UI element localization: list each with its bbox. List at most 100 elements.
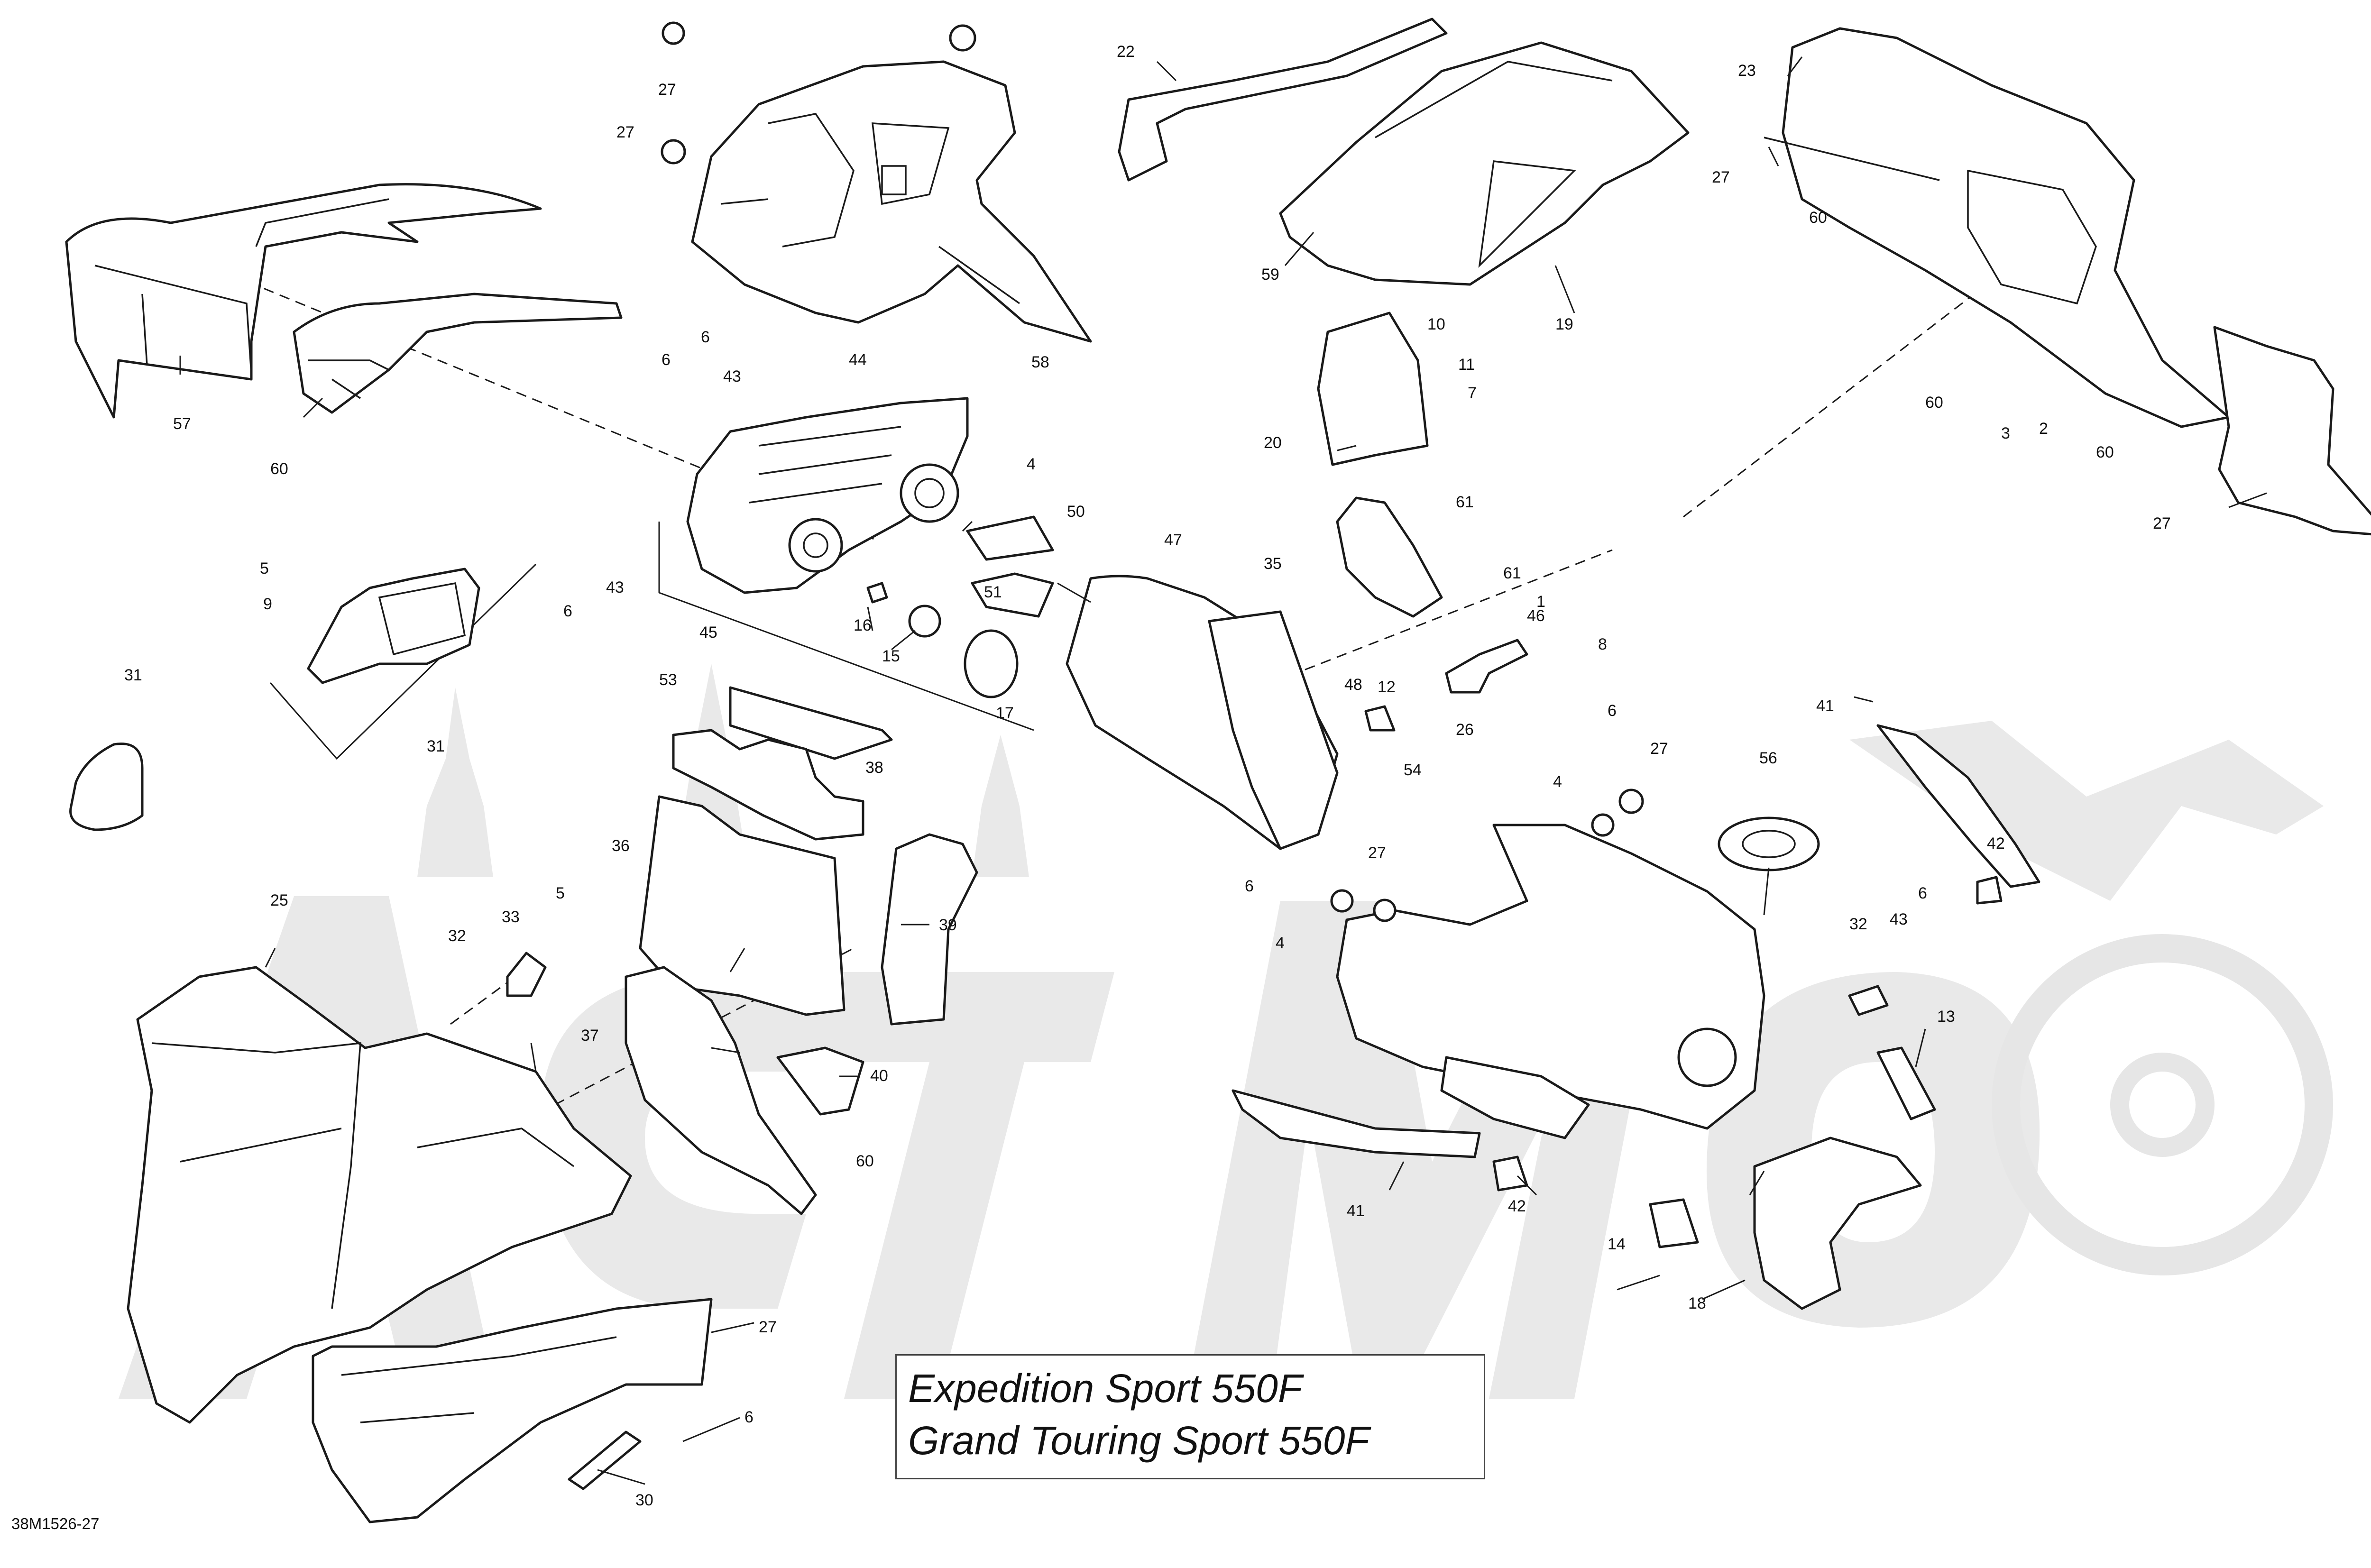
part-37-52-ducts	[672, 686, 893, 841]
callout-3: 3	[2001, 424, 2010, 442]
leader-lines	[179, 56, 2267, 1485]
callout-2: 2	[2039, 420, 2048, 438]
callout-53: 56	[1759, 749, 1777, 767]
callout-31b: 31	[427, 737, 445, 755]
callout-50: 50	[1067, 503, 1085, 521]
callout-56: 58	[1031, 353, 1049, 371]
part-21-side-fairing	[1764, 27, 2230, 428]
callout-33: 33	[502, 908, 520, 926]
part-30-strip	[568, 1430, 642, 1490]
callout-48: 48	[1344, 676, 1362, 694]
model-title-box: Expedition Sport 550F Grand Touring Spor…	[895, 1354, 1485, 1479]
callout-12: 13	[1937, 1008, 1955, 1026]
part-36-panel	[625, 966, 817, 1215]
callout-52: 53	[659, 671, 677, 689]
callout-16: 17	[996, 704, 1014, 722]
callout-6e: 6	[1608, 702, 1617, 720]
callout-14: 15	[882, 647, 900, 665]
callout-60d: 60	[2096, 443, 2114, 461]
callout-7: 7	[1468, 384, 1477, 402]
model-title-line-2: Grand Touring Sport 550F	[908, 1418, 1369, 1463]
part-54-cowl-top	[65, 183, 542, 419]
callout-57: 59	[1261, 266, 1279, 284]
part-56-instrument-bezel	[691, 60, 1092, 343]
callout-11: 12	[1378, 678, 1396, 696]
callout-27b: 27	[616, 123, 634, 141]
callout-24: 27	[1712, 168, 1730, 186]
callout-6d: 6	[744, 1408, 754, 1426]
callout-54: 57	[173, 415, 191, 433]
callout-60b: 60	[1809, 209, 1827, 227]
part-53-ring	[1718, 816, 1820, 871]
part-19-bracket	[1317, 312, 1429, 466]
callout-1: 1	[1536, 593, 1545, 611]
callout-51: 51	[984, 583, 1002, 601]
callout-41: 41	[1347, 1202, 1365, 1220]
callout-61b: 61	[1503, 564, 1521, 582]
callout-9a: 9	[263, 595, 272, 613]
callout-60a: 60	[856, 1152, 874, 1170]
model-title-line-1: Expedition Sport 550F	[908, 1366, 1303, 1411]
callout-34: 35	[1264, 555, 1282, 573]
callout-43b: 43	[606, 578, 624, 596]
callout-61a: 61	[1456, 493, 1474, 511]
callout-6g: 6	[1245, 877, 1254, 895]
part-17-lower-fairing	[1336, 824, 1922, 1310]
callout-31a: 31	[124, 666, 142, 684]
callout-43c: 43	[1890, 910, 1908, 928]
callout-30: 30	[635, 1491, 653, 1509]
callout-42a: 42	[1987, 834, 2005, 853]
callout-60c: 60	[1925, 394, 1943, 412]
callout-6b: 6	[662, 351, 671, 369]
callout-9b: 10	[1427, 315, 1445, 333]
callouts: 27 27 57 60 58 6 6 43 44 4 50 51 16 15 1…	[124, 43, 2171, 1509]
callout-15: 16	[854, 616, 872, 634]
callout-26: 27	[759, 1318, 777, 1336]
callout-40: 41	[1816, 697, 1834, 715]
part-35-panel	[639, 795, 845, 1016]
callout-10: 11	[1458, 356, 1475, 374]
callout-44: 44	[849, 351, 867, 369]
callout-19: 20	[1264, 434, 1282, 452]
callout-23: 26	[1456, 721, 1474, 739]
callout-22: 25	[270, 891, 288, 909]
callout-38: 39	[939, 916, 957, 934]
part-58-deflector	[293, 293, 623, 414]
callout-27a: 27	[658, 81, 676, 99]
callout-47: 47	[1164, 531, 1182, 549]
callout-32b: 32	[1849, 915, 1867, 933]
callout-13: 14	[1608, 1235, 1626, 1253]
callout-37: 38	[865, 759, 883, 777]
part-25-vent	[2213, 326, 2371, 536]
small-parts	[506, 21, 2040, 1248]
callout-6a: 6	[701, 328, 710, 346]
callout-5a: 5	[260, 559, 269, 578]
callout-45: 45	[699, 624, 717, 642]
callout-21: 23	[1738, 62, 1756, 80]
callout-4b: 4	[1553, 773, 1562, 791]
callout-36: 37	[581, 1027, 599, 1045]
callout-5b: 5	[556, 884, 565, 902]
callout-27c: 27	[1650, 740, 1668, 758]
part-18-side-panel	[1279, 41, 1690, 286]
callout-39: 40	[870, 1067, 888, 1085]
part-26-lower-panel	[312, 1298, 713, 1523]
callout-46: 46	[1527, 607, 1545, 625]
callout-17: 18	[1688, 1294, 1706, 1312]
callout-32a: 32	[448, 927, 466, 945]
part-39-cover	[776, 1046, 864, 1116]
part-38-panel	[881, 833, 978, 1026]
callout-59: 54	[1404, 761, 1422, 779]
part-47-panel	[1066, 575, 1339, 850]
callout-27d: 27	[1368, 844, 1386, 862]
part-22-side-fairing	[127, 966, 632, 1424]
document-code: 38M1526-27	[11, 1515, 100, 1532]
callout-25: 27	[2153, 514, 2171, 532]
part-44-headlight	[686, 397, 969, 594]
callout-35: 36	[612, 837, 630, 855]
part-20-trim	[1118, 18, 1448, 182]
callout-43a: 43	[723, 367, 741, 385]
callout-4c: 4	[1276, 934, 1285, 952]
callout-58: 60	[270, 460, 288, 478]
